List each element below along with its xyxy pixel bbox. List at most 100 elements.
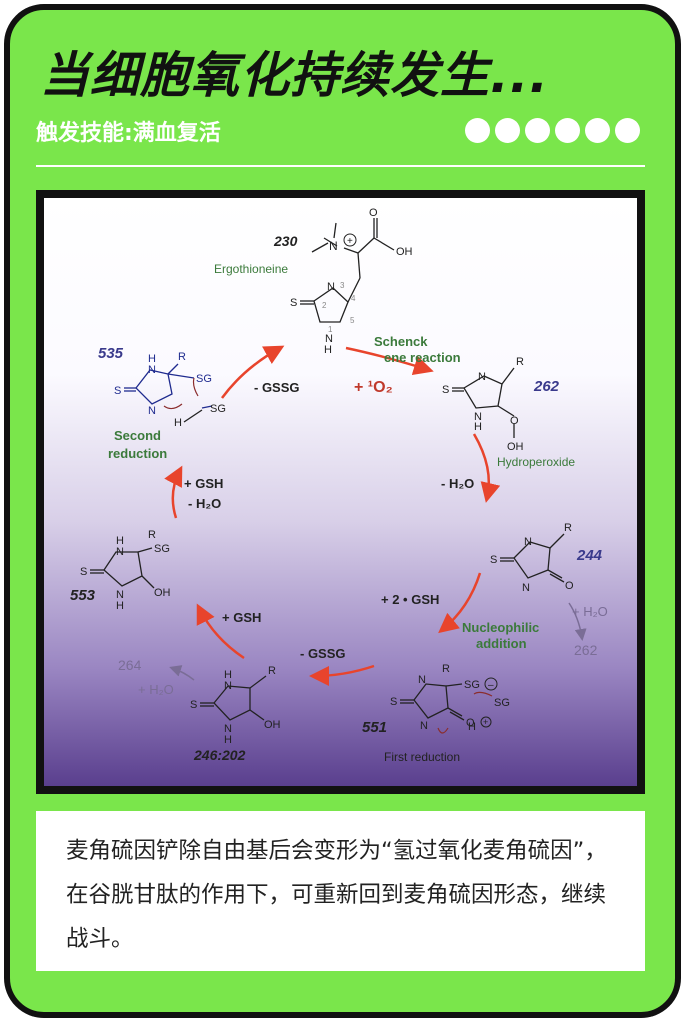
label-plus-gsh-upper: + GSH bbox=[184, 476, 223, 491]
svg-text:N: N bbox=[420, 720, 428, 732]
svg-text:H: H bbox=[174, 417, 182, 429]
label-551-name: First reduction bbox=[384, 750, 460, 764]
label-nucleophilic-2: addition bbox=[476, 636, 527, 651]
svg-text:5: 5 bbox=[350, 316, 355, 325]
arrow-gsh-lower-left bbox=[196, 603, 245, 660]
molecule-535 bbox=[124, 363, 213, 409]
dot-row bbox=[465, 118, 640, 143]
hexagon-dot bbox=[495, 118, 520, 143]
svg-text:SG: SG bbox=[464, 679, 480, 691]
svg-text:N: N bbox=[148, 405, 156, 417]
svg-text:S: S bbox=[80, 566, 87, 578]
svg-text:+: + bbox=[347, 236, 353, 247]
label-535-number: 535 bbox=[98, 345, 124, 362]
svg-text:H: H bbox=[324, 344, 332, 356]
svg-text:SG: SG bbox=[154, 543, 170, 555]
svg-text:N: N bbox=[329, 239, 338, 253]
label-230-number: 230 bbox=[273, 233, 298, 249]
svg-text:S: S bbox=[390, 696, 397, 708]
svg-text:N: N bbox=[474, 411, 482, 423]
hexagon-dot bbox=[555, 118, 580, 143]
svg-text:R: R bbox=[268, 665, 276, 677]
label-262-number: 262 bbox=[533, 378, 560, 395]
label-schenck-1: Schenck bbox=[374, 334, 428, 349]
arrow-first-reduction bbox=[309, 664, 375, 686]
svg-text:N: N bbox=[478, 371, 486, 383]
svg-text:2: 2 bbox=[322, 301, 327, 310]
svg-text:SG: SG bbox=[210, 403, 226, 415]
svg-text:OH: OH bbox=[507, 441, 524, 453]
svg-text:4: 4 bbox=[351, 294, 356, 303]
svg-text:H: H bbox=[148, 353, 156, 365]
molecule-553 bbox=[90, 547, 155, 589]
svg-text:R: R bbox=[148, 529, 156, 541]
hexagon-dot bbox=[585, 118, 610, 143]
arrow-side-hydration bbox=[568, 602, 587, 641]
svg-text:OH: OH bbox=[154, 587, 171, 599]
label-minus-water-right: - H₂O bbox=[441, 476, 474, 491]
svg-text:OH: OH bbox=[264, 719, 281, 731]
label-singlet-oxygen: + ¹O₂ bbox=[354, 379, 393, 396]
svg-text:O: O bbox=[565, 580, 574, 592]
svg-text:SG: SG bbox=[494, 697, 510, 709]
molecule-551 bbox=[400, 683, 465, 721]
svg-text:3: 3 bbox=[340, 281, 345, 290]
svg-text:N: N bbox=[524, 536, 532, 548]
svg-text:H: H bbox=[224, 669, 232, 681]
svg-text:R: R bbox=[564, 522, 572, 534]
svg-text:N: N bbox=[116, 589, 124, 601]
svg-text:N: N bbox=[224, 680, 232, 692]
arrow-nucleophilic bbox=[438, 572, 482, 634]
label-side-262: 262 bbox=[574, 642, 598, 658]
svg-text:1: 1 bbox=[328, 325, 333, 334]
label-second-reduction-2: reduction bbox=[108, 446, 167, 461]
headline: 当细胞氧化持续发生... bbox=[40, 47, 549, 104]
label-nucleophilic-1: Nucleophilic bbox=[462, 620, 539, 635]
svg-text:N: N bbox=[522, 582, 530, 594]
svg-text:R: R bbox=[516, 356, 524, 368]
svg-text:N: N bbox=[116, 546, 124, 558]
label-2gsh: + 2 • GSH bbox=[381, 592, 439, 607]
svg-text:H: H bbox=[116, 600, 124, 612]
label-244-number: 244 bbox=[576, 547, 603, 564]
svg-text:S: S bbox=[290, 297, 297, 309]
svg-text:O: O bbox=[510, 415, 519, 427]
svg-text:N: N bbox=[325, 333, 333, 345]
svg-text:S: S bbox=[442, 384, 449, 396]
arrow-dehydration bbox=[472, 433, 501, 503]
svg-text:S: S bbox=[190, 699, 197, 711]
arrow-regeneration bbox=[220, 345, 285, 399]
label-246-number: 246:202 bbox=[193, 747, 246, 763]
svg-text:N: N bbox=[148, 364, 156, 376]
svg-text:H: H bbox=[474, 421, 482, 433]
label-plus-gsh-left: + GSH bbox=[222, 610, 261, 625]
caption-box: 麦角硫因铲除自由基后会变形为“氢过氧化麦角硫因”，在谷胱甘肽的作用下，可重新回到… bbox=[36, 811, 645, 971]
molecule-262 bbox=[452, 367, 515, 438]
svg-text:R: R bbox=[442, 663, 450, 675]
molecule-244 bbox=[500, 533, 565, 583]
arrow-gsh-upper-left bbox=[164, 465, 183, 519]
svg-text:SG: SG bbox=[196, 373, 212, 385]
svg-text:O: O bbox=[369, 207, 378, 219]
reaction-cycle-diagram: + N O OH N N H S 3 2 4 5 1 230 Ergothion… bbox=[44, 198, 637, 786]
svg-text:+: + bbox=[483, 717, 488, 727]
svg-text:S: S bbox=[490, 554, 497, 566]
hexagon-dot bbox=[525, 118, 550, 143]
svg-text:H: H bbox=[468, 721, 476, 733]
arrow-side-264 bbox=[169, 665, 195, 681]
label-minus-gssg-bottom: - GSSG bbox=[300, 646, 346, 661]
svg-text:N: N bbox=[327, 281, 335, 293]
label-551-number: 551 bbox=[362, 719, 387, 736]
reaction-cycle-figure: + N O OH N N H S 3 2 4 5 1 230 Ergothion… bbox=[36, 190, 645, 794]
svg-text:O: O bbox=[466, 717, 475, 729]
svg-text:OH: OH bbox=[396, 246, 413, 258]
svg-text:H: H bbox=[116, 535, 124, 547]
label-262-name: Hydroperoxide bbox=[497, 455, 575, 469]
label-minus-gssg-top: - GSSG bbox=[254, 380, 300, 395]
svg-text:H: H bbox=[224, 734, 232, 746]
subtitle: 触发技能:满血复活 bbox=[36, 121, 221, 146]
label-553-number: 553 bbox=[70, 587, 96, 604]
svg-text:N: N bbox=[418, 674, 426, 686]
label-minus-water-left: - H₂O bbox=[188, 496, 221, 511]
svg-text:R: R bbox=[178, 351, 186, 363]
